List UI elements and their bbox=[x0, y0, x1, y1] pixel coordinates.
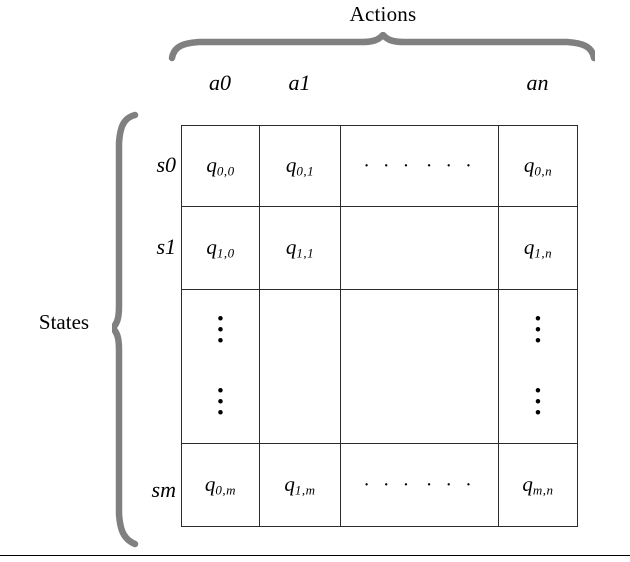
vertical-ellipsis-bottom: ••• bbox=[534, 381, 542, 424]
actions-brace bbox=[165, 31, 598, 67]
cell-empty-row2-col2 bbox=[340, 289, 499, 444]
cell-q-1-n: q1,n bbox=[498, 206, 578, 290]
row-header-sm: sm bbox=[151, 477, 176, 502]
q-value: q0,0 bbox=[206, 152, 235, 179]
vertical-ellipsis-bottom: ••• bbox=[217, 381, 224, 424]
vertical-ellipsis-top: ••• bbox=[217, 309, 224, 352]
cell-q-m-n: qm,n bbox=[498, 443, 578, 527]
q-value: q0,n bbox=[523, 152, 553, 179]
cell-ellipsis-row3: · · · · · · bbox=[340, 443, 499, 527]
q-value: q1,n bbox=[523, 234, 553, 261]
horizontal-ellipsis-left: · · · bbox=[363, 155, 414, 177]
cell-q-1-0: q1,0 bbox=[181, 206, 260, 290]
actions-title: Actions bbox=[0, 2, 630, 27]
q-table: q0,0 q0,1 · · · · · · q0,n q1,0 bbox=[181, 125, 578, 527]
cell-q-0-0: q0,0 bbox=[181, 125, 260, 207]
states-brace bbox=[109, 110, 140, 555]
cell-q-1-m: q1,m bbox=[259, 443, 341, 527]
row-header-s0: s0 bbox=[156, 152, 176, 177]
table-row: ••• ••• ••• ••• bbox=[181, 289, 578, 444]
cell-vertical-ellipsis-coln: ••• ••• bbox=[498, 289, 578, 444]
cell-vertical-ellipsis-col0: ••• ••• bbox=[181, 289, 260, 444]
q-value: q1,1 bbox=[285, 234, 315, 261]
q-value: q0,m bbox=[204, 471, 237, 498]
table-row: q0,0 q0,1 · · · · · · q0,n bbox=[181, 125, 578, 207]
cell-ellipsis-row0: · · · · · · bbox=[340, 125, 499, 207]
table-row: q1,0 q1,1 q1,n bbox=[181, 206, 578, 290]
column-header-an: an bbox=[526, 70, 549, 95]
states-title-text: States bbox=[38, 310, 90, 334]
q-value: q1,m bbox=[284, 471, 316, 498]
actions-title-text: Actions bbox=[349, 2, 417, 26]
cell-q-0-1: q0,1 bbox=[259, 125, 341, 207]
column-header-a1: a1 bbox=[288, 70, 311, 95]
states-title: States bbox=[14, 310, 114, 335]
table-row: q0,m q1,m · · · · · · qm,n bbox=[181, 443, 578, 527]
cell-q-0-n: q0,n bbox=[498, 125, 578, 207]
cell-q-0-m: q0,m bbox=[181, 443, 260, 527]
cell-empty-row2-col1 bbox=[259, 289, 341, 444]
horizontal-ellipsis-right: · · · bbox=[425, 474, 476, 496]
vertical-ellipsis-top: ••• bbox=[534, 309, 542, 352]
column-header-a0: a0 bbox=[209, 70, 231, 95]
q-value: qm,n bbox=[522, 471, 554, 498]
horizontal-ellipsis-left: · · · bbox=[363, 474, 414, 496]
row-header-s1: s1 bbox=[156, 234, 176, 259]
q-value: q0,1 bbox=[285, 152, 315, 179]
q-value: q1,0 bbox=[206, 234, 235, 261]
cell-q-1-1: q1,1 bbox=[259, 206, 341, 290]
cell-empty-row1 bbox=[340, 206, 499, 290]
page-bottom-rule bbox=[0, 555, 630, 556]
horizontal-ellipsis-right: · · · bbox=[425, 155, 476, 177]
